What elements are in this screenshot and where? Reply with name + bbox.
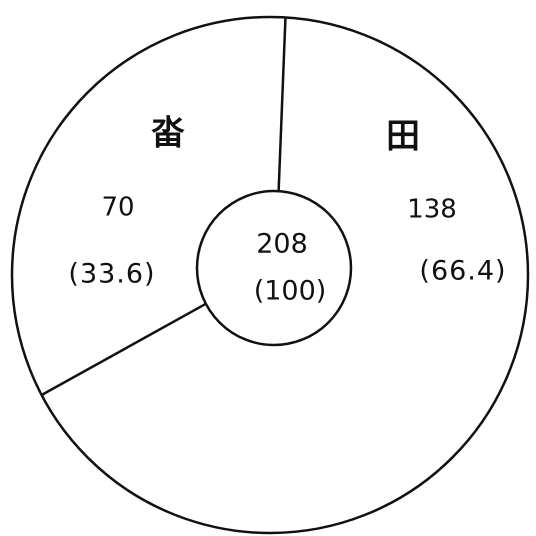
slice-label-paddy: 畓 (151, 114, 185, 154)
slice-percent-paddy: (33.6) (68, 259, 155, 290)
center-total-value: 208 (256, 229, 308, 260)
slice-percent-dry-field: (66.4) (419, 256, 506, 287)
slice-value-dry-field: 138 (407, 195, 457, 225)
slice-label-dry-field: 田 (386, 117, 420, 157)
slice-value-paddy: 70 (101, 193, 134, 223)
center-total-circle (195, 189, 353, 347)
pie-outer-circle (10, 15, 530, 535)
center-total-percent: (100) (254, 276, 327, 307)
slice-divider-top (277, 17, 287, 192)
slice-divider-lower-left (40, 302, 207, 397)
